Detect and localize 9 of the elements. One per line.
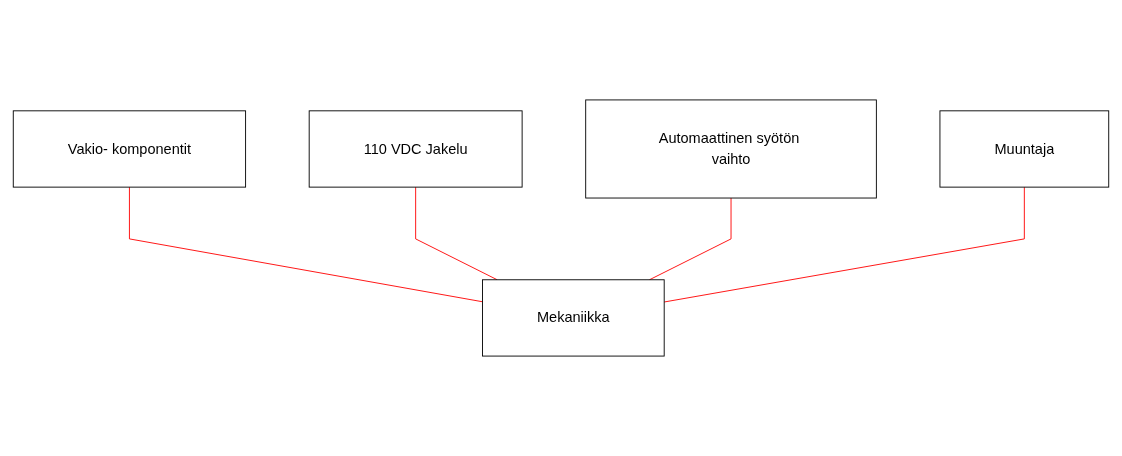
node-box: Mekaniikka bbox=[482, 279, 665, 357]
node-box: 110 VDC Jakelu bbox=[308, 110, 523, 188]
node-box: Automaattinen syötön vaihto bbox=[585, 99, 877, 199]
connector bbox=[663, 186, 1025, 303]
node-box: Muuntaja bbox=[939, 110, 1110, 188]
connector bbox=[128, 186, 483, 303]
connector bbox=[649, 197, 732, 281]
node-box: Vakio- komponentit bbox=[12, 110, 247, 188]
connector bbox=[415, 186, 498, 281]
